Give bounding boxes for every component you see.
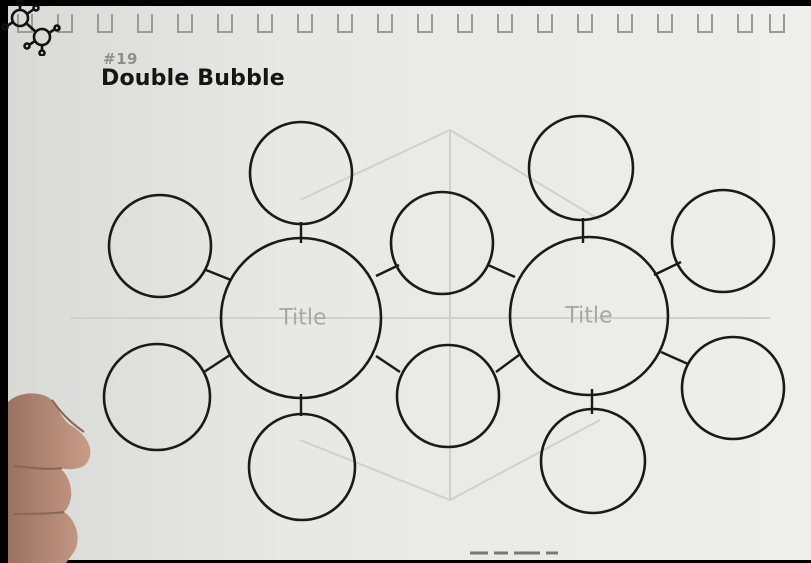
double-bubble-icon xyxy=(0,0,62,56)
left-bubble-title: Title xyxy=(279,306,326,331)
right-bubble-title: Title xyxy=(565,304,612,329)
page-title: Double Bubble xyxy=(101,66,285,91)
